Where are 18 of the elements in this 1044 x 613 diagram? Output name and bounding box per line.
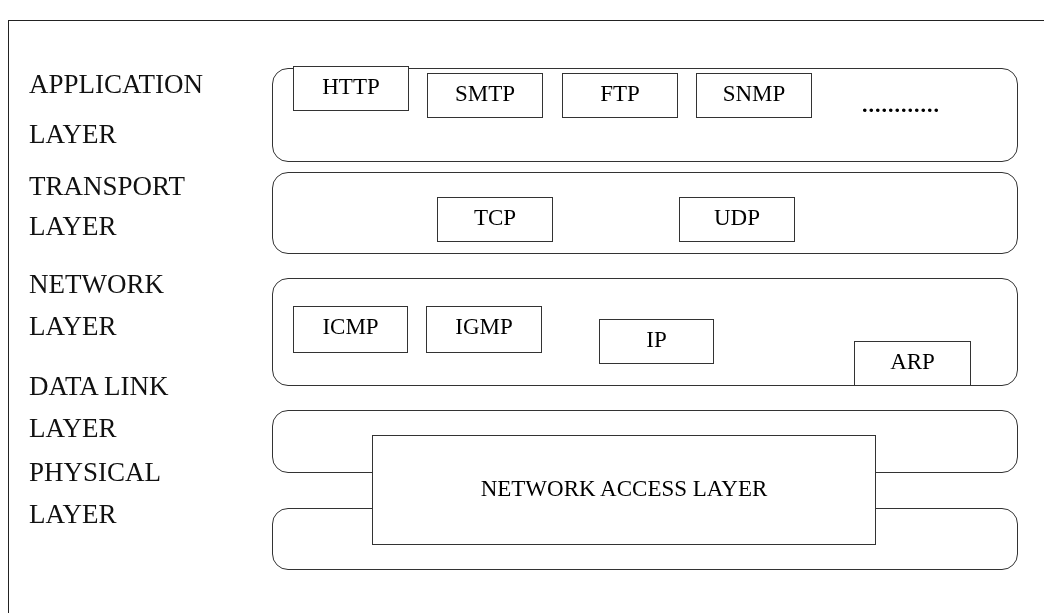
- protocol-box: IP: [599, 319, 714, 364]
- protocol-box: ICMP: [293, 306, 408, 353]
- protocol-box: ARP: [854, 341, 971, 386]
- protocol-box: FTP: [562, 73, 678, 118]
- protocol-box: HTTP: [293, 66, 409, 111]
- protocol-box: SMTP: [427, 73, 543, 118]
- layer-label: TRANSPORT LAYER: [29, 170, 186, 243]
- layer-label: DATA LINK LAYER: [29, 370, 170, 445]
- protocol-box: SNMP: [696, 73, 812, 118]
- layer-label: APPLICATION LAYER: [29, 68, 204, 151]
- layer-label: PHYSICAL LAYER: [29, 456, 162, 531]
- layer-label: NETWORK LAYER: [29, 268, 165, 343]
- layer-title: NETWORK ACCESS LAYER: [479, 476, 769, 502]
- ellipsis-text: ............: [862, 92, 940, 118]
- layer-block: [372, 435, 876, 545]
- protocol-box: TCP: [437, 197, 553, 242]
- protocol-box: UDP: [679, 197, 795, 242]
- protocol-box: IGMP: [426, 306, 542, 353]
